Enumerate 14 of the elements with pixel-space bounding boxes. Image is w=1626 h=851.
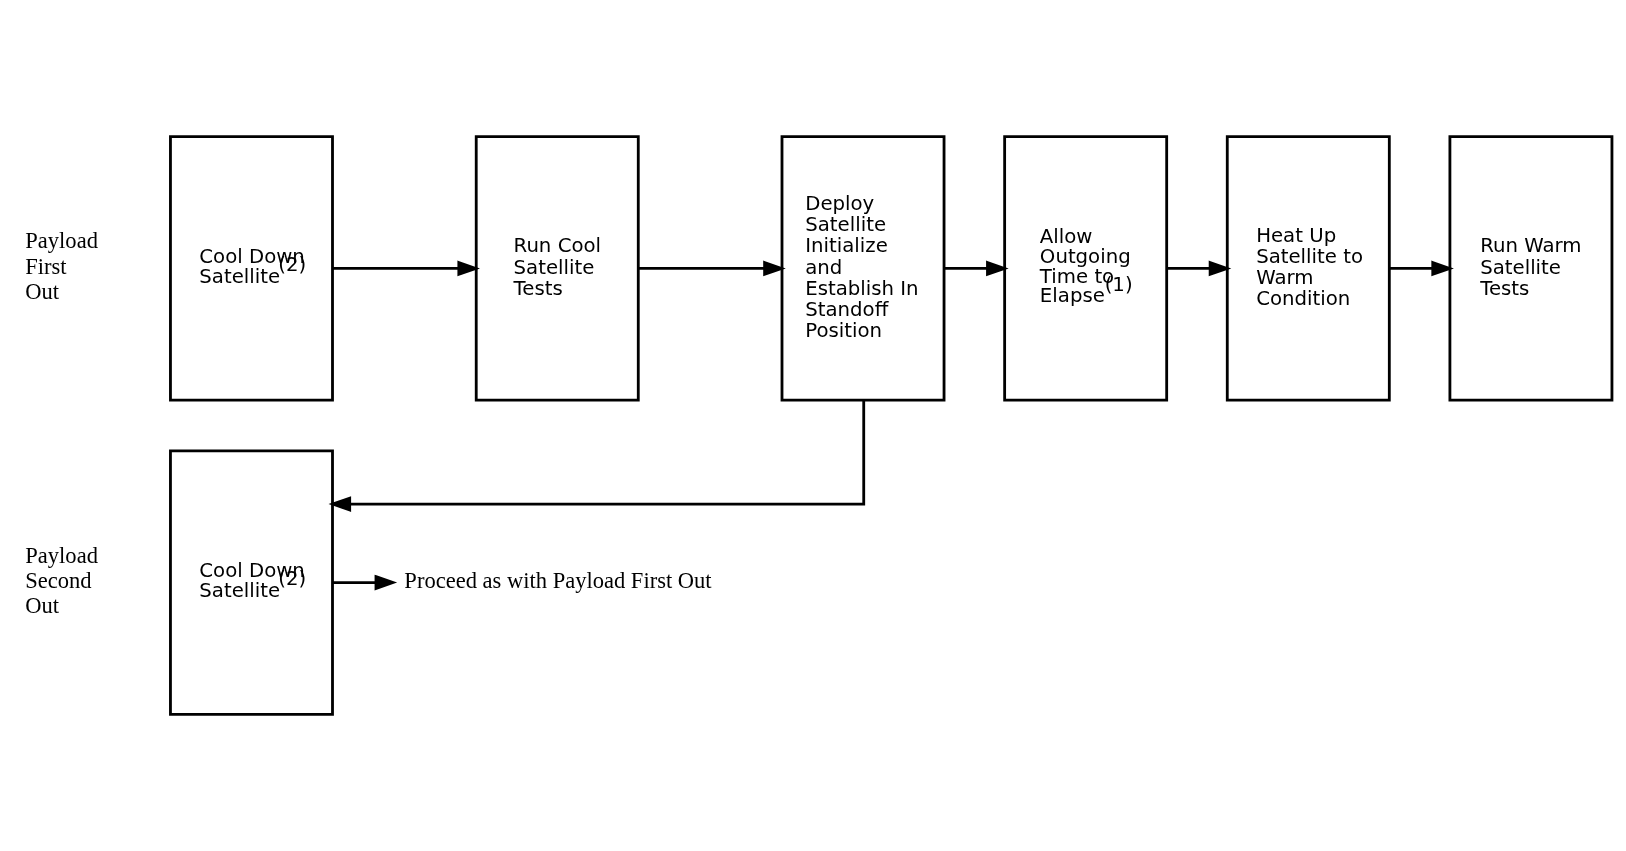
arrow <box>332 574 398 591</box>
label: Payload First Out <box>25 228 98 305</box>
node-box: Run Warm Satellite Tests <box>1448 135 1614 402</box>
arrow <box>328 400 866 512</box>
node-box: Deploy Satellite Initialize and Establish In Standoff Position <box>780 135 946 402</box>
arrow <box>944 260 1009 277</box>
node-text: Proceed as with Payload First Out <box>404 567 712 593</box>
node-box: Heat Up Satellite to Warm Condition <box>1225 135 1391 402</box>
arrow <box>1389 260 1454 277</box>
node-box: Run Cool Satellite Tests <box>474 135 640 402</box>
arrow <box>1167 260 1232 277</box>
arrow <box>332 260 480 277</box>
arrow <box>638 260 786 277</box>
label: Payload Second Out <box>25 542 98 619</box>
